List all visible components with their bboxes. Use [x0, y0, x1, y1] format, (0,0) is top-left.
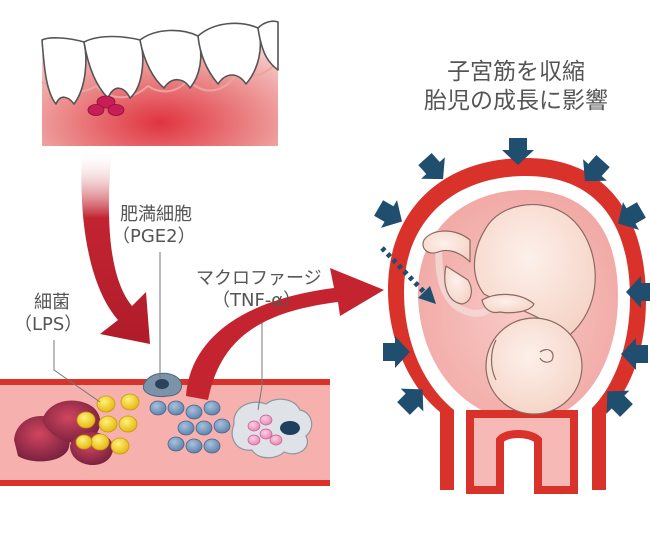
bacteria-label: 細菌 （LPS）	[14, 292, 82, 336]
teeth-row	[41, 20, 279, 105]
mast-cell-label: 肥満細胞 （PGE2）	[112, 204, 196, 248]
red-down-arrow	[81, 150, 150, 344]
gum-bacteria-cluster	[87, 95, 125, 116]
diagram-title: 子宮筋を収縮 胎児の成長に影響	[400, 58, 632, 116]
dotted-arrow-into-uterus	[380, 246, 436, 304]
fetus-foot	[444, 265, 472, 305]
macrophage-mediator: （TNF-α）	[212, 290, 302, 311]
red-curved-arrow-to-uterus	[186, 268, 384, 400]
cervix	[466, 410, 578, 494]
fetus-ear	[539, 348, 554, 363]
bacteria-lps	[75, 393, 140, 455]
mast-cell-name: 肥満細胞	[120, 204, 192, 225]
bacteria-mediator: （LPS）	[14, 314, 83, 335]
fetus-body	[473, 204, 596, 339]
macrophage-label: マクロファージ （TNF-α）	[196, 268, 322, 312]
macrophage-name: マクロファージ	[196, 268, 322, 289]
bacteria-name: 細菌	[34, 292, 70, 313]
title-line-2: 胎児の成長に影響	[424, 88, 608, 114]
blue-granules	[149, 400, 231, 454]
fetus-face-line	[490, 339, 497, 381]
fetus-legs	[422, 230, 471, 263]
macrophage-granules	[247, 414, 283, 446]
macrophage	[231, 398, 313, 459]
mast-cell	[142, 372, 183, 397]
leader-lines	[53, 252, 263, 411]
fetus-head	[485, 317, 583, 415]
fetus	[422, 204, 596, 415]
gum-and-teeth-illustration	[41, 20, 279, 146]
title-line-1: 子宮筋を収縮	[447, 59, 585, 85]
mast-cell-mediator: （PGE2）	[112, 226, 196, 247]
fetus-arm	[481, 293, 535, 314]
